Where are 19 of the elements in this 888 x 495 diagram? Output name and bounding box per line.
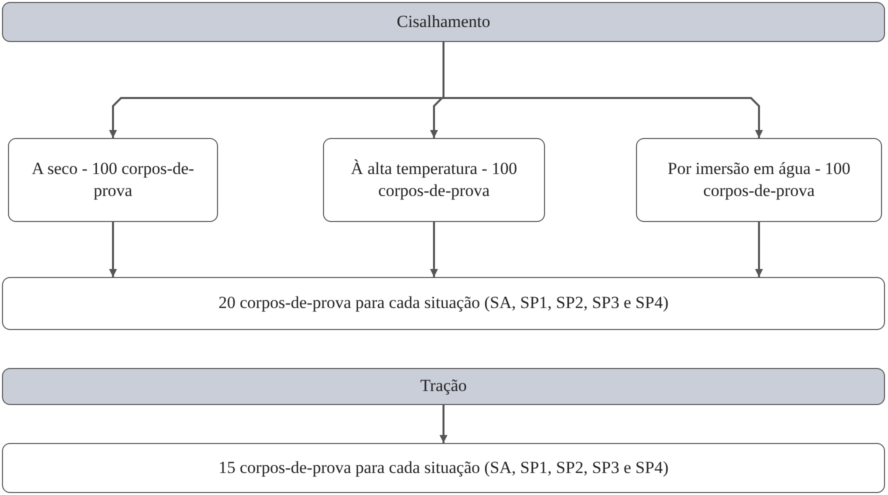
arrow [755,222,763,277]
arrow [109,222,117,277]
header-bar [2,2,885,42]
node-text: 15 corpos-de-prova para cada situação (SA, SP1, SP2, SP3 e SP4) [218,456,668,479]
node-text: A seco - 100 corpos-de-prova [30,158,196,202]
node-text: 20 corpos-de-prova para cada situação (SA, SP1, SP2, SP3 e SP4) [218,292,668,314]
process-box [2,277,885,330]
node-text: Cisalhamento [396,10,490,33]
arrow [440,405,448,443]
process-box [8,138,218,222]
arrow [442,42,763,138]
node-text: Tração [420,375,467,398]
arrow [430,222,438,277]
process-box [323,138,545,222]
process-box [2,443,885,493]
node-text: Por imersão em água - 100 corpos-de-prova [666,158,852,202]
node-text: À alta temperatura - 100 corpos-de-prova [350,158,518,202]
header-bar [2,368,885,405]
process-box [636,138,882,222]
